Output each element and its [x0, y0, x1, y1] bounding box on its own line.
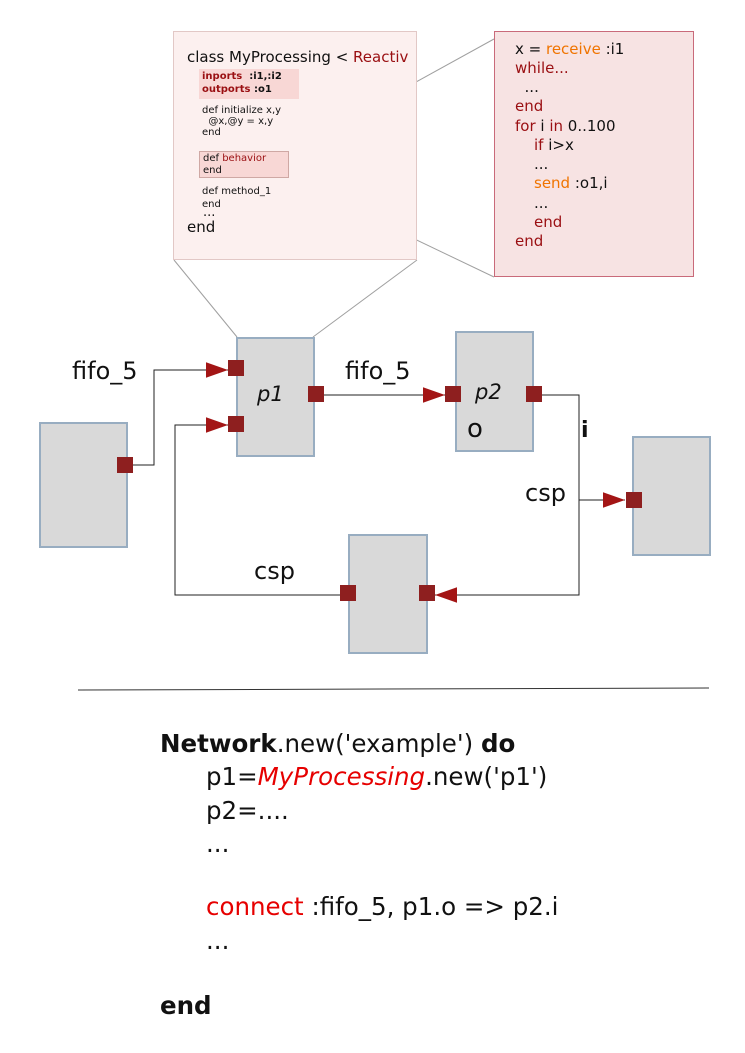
code-line-2: while...	[515, 59, 569, 77]
net-network-kw: Network	[160, 729, 277, 758]
separator-line	[77, 687, 710, 691]
code-line-9: ...	[534, 194, 549, 212]
ports-highlight	[199, 69, 299, 99]
outports-line: outports :o1	[202, 84, 272, 95]
class-dots: ...	[203, 205, 216, 220]
net-class-name: MyProcessing	[257, 762, 426, 791]
outports-value: :o1	[250, 84, 272, 95]
zoom-guide-left	[173, 259, 238, 338]
net-line-2: p1=MyProcessing.new('p1')	[206, 760, 547, 794]
class-end: end	[187, 218, 216, 236]
net-end-kw: end	[160, 991, 212, 1020]
behavior-line: def behavior	[203, 153, 266, 164]
code-line-11: end	[515, 232, 544, 250]
source-process-box[interactable]	[39, 422, 128, 548]
p2-input-port[interactable]	[445, 386, 461, 402]
init-end: end	[202, 127, 221, 138]
process-p2[interactable]	[455, 331, 534, 452]
code-l1-post: :i1	[600, 40, 625, 58]
net-line-4: ...	[206, 829, 230, 858]
class-header-text: class MyProcessing <	[187, 48, 354, 66]
wire-p2-to-bottom	[435, 500, 580, 603]
code-line-4: end	[515, 97, 544, 115]
p1-output-port[interactable]	[308, 386, 324, 402]
label-fifo-left: fifo_5	[72, 357, 138, 385]
behavior-def: def	[203, 153, 223, 164]
label-o: o	[467, 414, 483, 444]
sink-process-box[interactable]	[632, 436, 711, 556]
net-do-kw: do	[480, 729, 516, 758]
behavior-highlight	[199, 151, 289, 178]
code-in: in	[549, 117, 564, 135]
inports-keyword: inports	[202, 71, 243, 82]
code-l1-pre: x =	[515, 40, 546, 58]
code-line-10: end	[534, 213, 563, 231]
method-line: def method_1	[202, 186, 272, 197]
code-receive: receive	[545, 40, 601, 58]
wire-source-to-p1	[133, 362, 228, 466]
init-line-2: @x,@y = x,y	[202, 116, 274, 127]
code-if: if	[534, 136, 544, 154]
net-l5-post: :fifo_5, p1.o => p2.i	[303, 892, 559, 921]
code-send: send	[534, 174, 571, 192]
label-csp-bottom: csp	[254, 557, 295, 585]
label-csp-right: csp	[525, 479, 566, 507]
source-output-port[interactable]	[117, 457, 133, 473]
code-line-8: send :o1,i	[534, 174, 608, 193]
code-line-3: ...	[515, 78, 539, 96]
net-l2-pre: p1=	[206, 762, 258, 791]
code-l5-mid: i	[535, 117, 550, 135]
code-line-7: ...	[534, 155, 549, 173]
p2-output-port[interactable]	[526, 386, 542, 402]
inports-value: :i1,:i2	[242, 71, 282, 82]
code-l6-post: i>x	[543, 136, 574, 154]
wire-csp-loop-to-p1	[174, 417, 340, 596]
csp-box-input-port[interactable]	[419, 585, 435, 601]
net-l1-post: .new('example')	[276, 729, 481, 758]
p1-input-port-1[interactable]	[228, 360, 244, 376]
net-line-6: ...	[206, 926, 230, 955]
sink-input-port[interactable]	[626, 492, 642, 508]
code-line-1: x = receive :i1	[515, 40, 624, 59]
code-l5-post: 0..100	[563, 117, 616, 135]
label-p1: p1	[257, 382, 284, 406]
label-i: i	[581, 418, 589, 443]
behavior-code-panel	[494, 31, 694, 277]
class-parent-name: Reactiv	[353, 48, 409, 66]
init-line-1: def initialize x,y	[202, 105, 282, 116]
csp-box-output-port[interactable]	[340, 585, 356, 601]
code-line-6: if i>x	[534, 136, 574, 155]
code-l8-post: :o1,i	[570, 174, 608, 192]
csp-process-box[interactable]	[348, 534, 428, 654]
method-end: end	[202, 199, 221, 210]
code-line-5: for i in 0..100	[515, 117, 616, 136]
behavior-name: behavior	[222, 153, 267, 164]
net-connect-kw: connect	[206, 892, 304, 921]
behavior-end: end	[203, 165, 222, 176]
label-fifo-mid: fifo_5	[345, 357, 411, 385]
net-line-5: connect :fifo_5, p1.o => p2.i	[206, 890, 558, 924]
net-line-3: p2=....	[206, 796, 289, 825]
code-for: for	[515, 117, 536, 135]
inports-line: inports :i1,:i2	[202, 71, 282, 82]
net-line-1: Network.new('example') do	[160, 727, 515, 761]
net-l2-post: .new('p1')	[425, 762, 548, 791]
zoom-guide-right	[312, 259, 418, 338]
class-header-line: class MyProcessing < Reactiv	[187, 48, 408, 66]
p1-input-port-2[interactable]	[228, 416, 244, 432]
outports-keyword: outports	[202, 84, 251, 95]
label-p2: p2	[475, 380, 502, 404]
wire-p2-to-right	[541, 394, 625, 508]
